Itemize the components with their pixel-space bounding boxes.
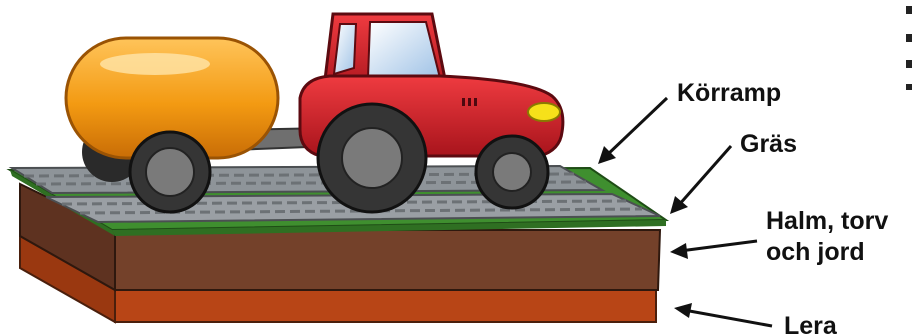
headlight (528, 103, 560, 121)
label-lera: Lera (784, 312, 838, 335)
clay-layer-front (115, 290, 656, 322)
soil-layer-front (115, 230, 660, 290)
arrow-gras (678, 146, 731, 206)
arrow-lera (684, 310, 772, 326)
label-halm-line1: Halm, torv (766, 207, 888, 235)
arrowhead-halm (670, 243, 688, 259)
tractor-front-hub (493, 153, 531, 191)
label-korramp: Körramp (677, 79, 781, 107)
tanker-wheel-hub (146, 148, 194, 196)
hood-vents (462, 98, 477, 106)
label-halm-line2: och jord (766, 238, 865, 266)
arrow-korramp (606, 98, 667, 156)
arrowhead-lera (674, 303, 692, 318)
tractor-rear-hub (342, 128, 402, 188)
arrow-halm (680, 241, 757, 251)
tank-highlight (100, 53, 210, 75)
label-gras: Gräs (740, 130, 797, 158)
corner-marks (906, 6, 912, 90)
